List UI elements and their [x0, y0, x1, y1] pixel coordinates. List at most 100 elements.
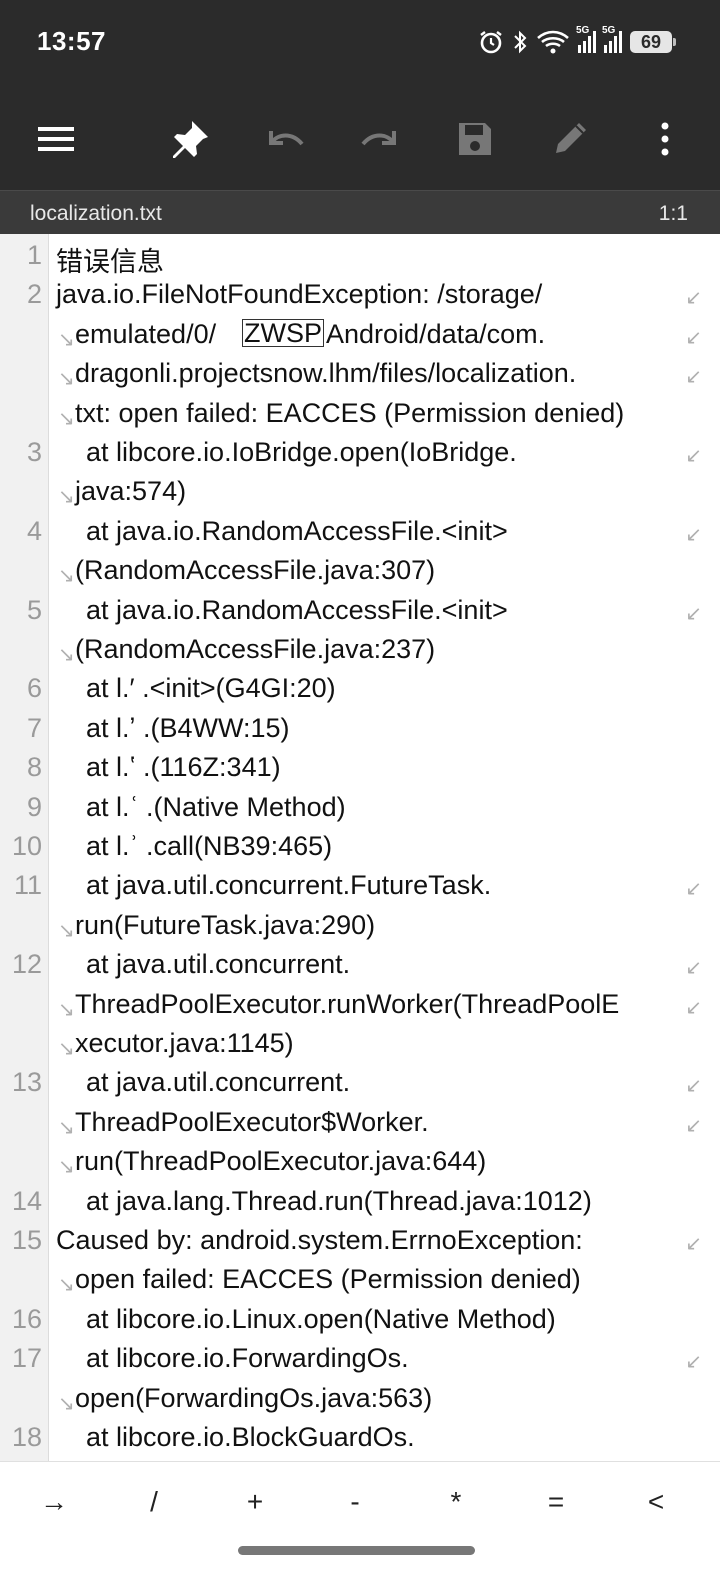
wrap-icon: ↙	[685, 996, 702, 1019]
line-number: 1	[26, 240, 42, 270]
key-slash[interactable]: /	[150, 1486, 158, 1517]
line-number: 17	[11, 1343, 42, 1374]
key-arrow[interactable]: →	[40, 1486, 68, 1517]
wrap-icon: ↙	[685, 602, 702, 625]
status-bar: 13:57 5G 5G 69	[0, 0, 720, 86]
editor-line: 12 at java.util.concurrent.↙	[0, 945, 720, 984]
line-text: run(FutureTask.java:290)	[75, 909, 376, 940]
wrap-continue-icon: ↘	[58, 565, 75, 588]
signal-5g-icon: 5G	[576, 25, 596, 53]
line-text: Android/data/com.	[326, 318, 546, 349]
line-number: 5	[26, 594, 42, 625]
line-text: at l.ʼ .(B4WW:15)	[56, 712, 290, 743]
key-minus[interactable]: -	[350, 1486, 360, 1517]
more-icon[interactable]	[637, 111, 693, 167]
line-number: 11	[13, 870, 42, 901]
menu-icon[interactable]	[28, 111, 84, 167]
editor-line: 16 at libcore.io.Linux.open(Native Metho…	[0, 1300, 720, 1339]
line-text: (RandomAccessFile.java:307)	[75, 555, 436, 586]
signal-5g-icon: 5G	[602, 25, 622, 53]
editor-toolbar	[0, 86, 720, 190]
navigation-handle[interactable]	[238, 1546, 475, 1555]
line-text: at java.util.concurrent.	[56, 1067, 351, 1098]
wrap-icon: ↙	[685, 878, 702, 901]
bluetooth-icon	[512, 29, 528, 55]
line-text: dragonli.projectsnow.lhm/files/localizat…	[75, 358, 577, 389]
status-time: 13:57	[37, 26, 106, 56]
editor-line: 14 at java.lang.Thread.run(Thread.java:1…	[0, 1182, 720, 1221]
key-plus[interactable]: +	[246, 1486, 264, 1517]
wrap-continue-icon: ↘	[58, 919, 75, 942]
editor-line: 10 at l.ʾ .call(NB39:465)	[0, 827, 720, 866]
editor-line: 17 at libcore.io.ForwardingOs.↙	[0, 1339, 720, 1378]
line-text: at l.ʽ .(116Z:341)	[56, 752, 281, 783]
line-text: open(ForwardingOs.java:563)	[75, 1382, 433, 1413]
line-number: 4	[26, 515, 42, 546]
line-text: (RandomAccessFile.java:237)	[75, 634, 436, 664]
editor-line: ↘open(ForwardingOs.java:563)	[0, 1379, 720, 1418]
file-name: localization.txt	[30, 202, 162, 225]
line-number: 7	[26, 712, 42, 743]
line-text: at l.ʿ .(Native Method)	[56, 791, 346, 822]
line-text: at libcore.io.ForwardingOs.	[56, 1343, 409, 1374]
editor-line: 13 at java.util.concurrent.↙	[0, 1063, 720, 1102]
editor-line: 15 Caused by: android.system.ErrnoExcepti…	[0, 1221, 720, 1260]
line-text: at java.lang.Thread.run(Thread.java:1012…	[56, 1185, 592, 1216]
line-text: ThreadPoolExecutor$Worker.	[75, 1106, 429, 1137]
wrap-icon: ↙	[685, 523, 702, 546]
line-number: 18	[11, 1422, 42, 1452]
line-number: 10	[11, 831, 42, 861]
editor-line: 8 at l.ʽ .(116Z:341)	[0, 748, 720, 787]
line-number-gutter	[0, 234, 49, 1461]
editor-line: ↘(RandomAccessFile.java:307)	[0, 551, 720, 590]
editor-line: ↘dragonli.projectsnow.lhm/files/localiza…	[0, 354, 720, 393]
edit-icon[interactable]	[542, 111, 598, 167]
wrap-icon: ↙	[685, 326, 702, 349]
editor-line: ↘java:574)	[0, 472, 720, 511]
key-equals[interactable]: =	[547, 1486, 565, 1517]
cursor-position: 1:1	[658, 202, 688, 225]
line-text: emulated/0/	[75, 318, 217, 349]
line-text: Caused by: android.system.ErrnoException…	[56, 1225, 591, 1255]
line-text: at java.io.RandomAccessFile.<init>	[56, 594, 508, 625]
line-text: txt: open failed: EACCES (Permission den…	[75, 397, 625, 428]
editor-line: ↘ThreadPoolExecutor.runWorker(ThreadPool…	[0, 985, 720, 1024]
line-text: at libcore.io.BlockGuardOs.	[56, 1422, 415, 1452]
wrap-continue-icon: ↘	[58, 368, 75, 391]
editor-line: 3 at libcore.io.IoBridge.open(IoBridge.↙	[0, 433, 720, 472]
wrap-icon: ↙	[685, 1075, 702, 1098]
editor-line: ↘run(ThreadPoolExecutor.java:644)	[0, 1142, 720, 1181]
line-number: 15	[11, 1225, 42, 1255]
editor-line: 9 at l.ʿ .(Native Method)	[0, 788, 720, 827]
editor-line: ↘(RandomAccessFile.java:237)	[0, 630, 720, 669]
key-asterisk[interactable]: *	[450, 1486, 462, 1517]
wrap-continue-icon: ↘	[58, 644, 75, 666]
pin-icon[interactable]	[162, 111, 218, 167]
line-number: 16	[11, 1303, 42, 1334]
wifi-icon	[536, 29, 570, 55]
line-number: 12	[11, 949, 42, 980]
wrap-icon: ↙	[685, 1114, 702, 1137]
line-text: at java.util.concurrent.FutureTask.	[56, 870, 492, 901]
key-less-than[interactable]: <	[647, 1486, 665, 1517]
wrap-icon: ↙	[685, 957, 702, 980]
editor-line: ↘open failed: EACCES (Permission denied)	[0, 1260, 720, 1299]
wrap-icon: ↙	[685, 1233, 702, 1255]
line-text: 错误信息	[56, 247, 164, 277]
wrap-continue-icon: ↘	[58, 1274, 75, 1297]
editor-line: ↘run(FutureTask.java:290)	[0, 906, 720, 945]
status-icons: 5G 5G 69	[478, 25, 676, 58]
battery-icon: 69	[630, 31, 676, 53]
wrap-continue-icon: ↘	[58, 1156, 75, 1179]
wrap-continue-icon: ↘	[58, 328, 75, 351]
redo-icon[interactable]	[352, 111, 408, 167]
wrap-icon: ↙	[685, 366, 702, 389]
undo-icon[interactable]	[257, 111, 313, 167]
editor-line: 7 at l.ʼ .(B4WW:15)	[0, 709, 720, 748]
editor-line: 1 错误信息	[0, 236, 720, 277]
wrap-icon: ↙	[685, 287, 702, 310]
alarm-icon	[478, 29, 504, 55]
save-icon[interactable]	[447, 111, 503, 167]
